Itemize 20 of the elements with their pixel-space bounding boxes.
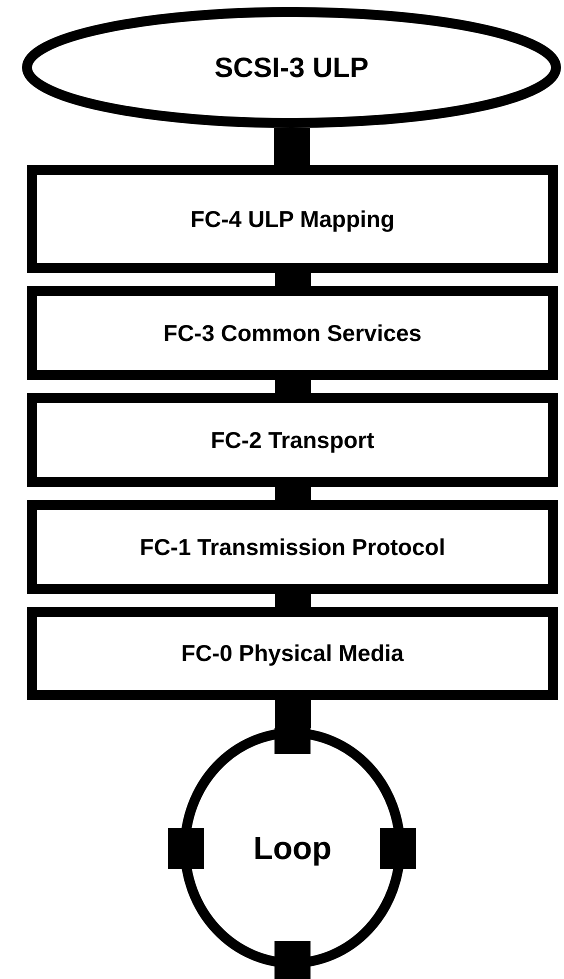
layer-box: [27, 165, 558, 273]
connector-bar: [275, 380, 311, 393]
layer-label: FC-3 Common Services: [163, 320, 422, 346]
layer-label: Loop: [253, 830, 332, 866]
layer-box: [27, 393, 558, 487]
layer-box: [27, 607, 558, 700]
connector-bar: [275, 487, 311, 500]
connector-bar: [275, 594, 311, 607]
connector-bar: [275, 273, 311, 286]
layer-label: FC-1 Transmission Protocol: [140, 534, 446, 560]
layer-label: FC-4 ULP Mapping: [190, 206, 394, 232]
layer-box: [27, 500, 558, 594]
layer-label: FC-2 Transport: [210, 426, 374, 454]
layer-label: SCSI-3 ULP: [214, 52, 369, 84]
ellipse-node: [22, 7, 561, 128]
loop-circle: [180, 728, 405, 968]
layer-box: [27, 286, 558, 380]
connector-bar: [275, 700, 311, 728]
layer-label: FC-0 Physical Media: [181, 640, 404, 667]
connector-bar: [274, 128, 310, 165]
